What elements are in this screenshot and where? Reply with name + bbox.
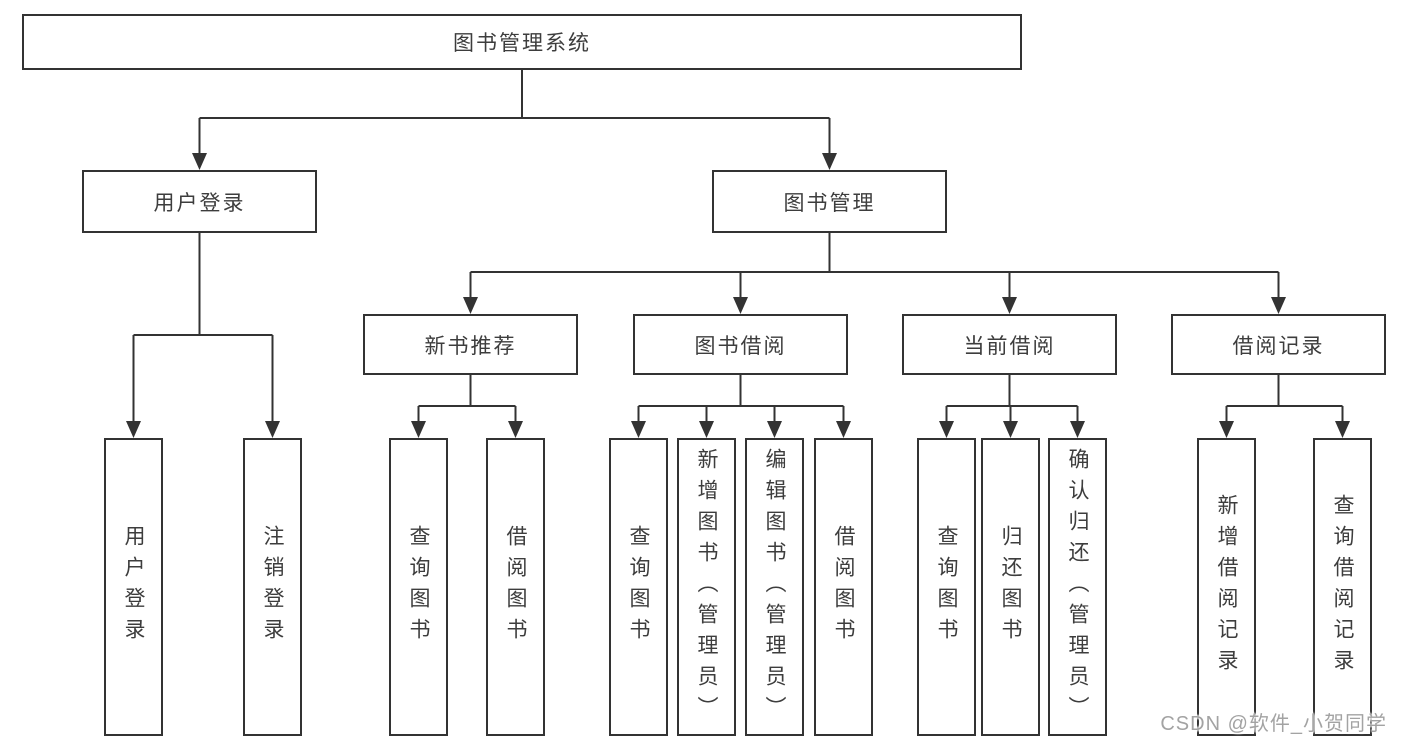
leaf-query-borrow-record-label: 查询借阅记录 <box>1331 494 1354 680</box>
node-book-management: 图书管理 <box>712 170 947 233</box>
node-book-borrow: 图书借阅 <box>633 314 848 375</box>
leaf-return-books-label: 归还图书 <box>999 525 1022 649</box>
leaf-borrow-books-1-label: 借阅图书 <box>504 525 527 649</box>
leaf-edit-books-admin-label: 编辑图书（管理员） <box>763 447 786 727</box>
leaf-borrow-books-2-label: 借阅图书 <box>832 525 855 649</box>
leaf-confirm-return-admin-label: 确认归还（管理员） <box>1066 447 1089 727</box>
leaf-add-borrow-record: 新增借阅记录 <box>1197 438 1256 736</box>
leaf-add-borrow-record-label: 新增借阅记录 <box>1215 494 1238 680</box>
leaf-borrow-books-2: 借阅图书 <box>814 438 873 736</box>
leaf-borrow-books-1: 借阅图书 <box>486 438 545 736</box>
leaf-return-books: 归还图书 <box>981 438 1040 736</box>
leaf-edit-books-admin: 编辑图书（管理员） <box>745 438 804 736</box>
leaf-logout-label: 注销登录 <box>261 525 284 649</box>
leaf-query-books-2-label: 查询图书 <box>627 525 650 649</box>
leaf-add-books-admin: 新增图书（管理员） <box>677 438 736 736</box>
node-user-login: 用户登录 <box>82 170 317 233</box>
node-borrow-records: 借阅记录 <box>1171 314 1386 375</box>
leaf-query-books-3: 查询图书 <box>917 438 976 736</box>
node-new-book-recommend: 新书推荐 <box>363 314 578 375</box>
leaf-user-login-label: 用户登录 <box>122 525 145 649</box>
node-current-borrow: 当前借阅 <box>902 314 1117 375</box>
leaf-query-books-1-label: 查询图书 <box>407 525 430 649</box>
csdn-watermark: CSDN @软件_小贺同学 <box>1160 713 1387 735</box>
leaf-query-books-2: 查询图书 <box>609 438 668 736</box>
leaf-query-books-3-label: 查询图书 <box>935 525 958 649</box>
leaf-confirm-return-admin: 确认归还（管理员） <box>1048 438 1107 736</box>
node-root: 图书管理系统 <box>22 14 1022 70</box>
leaf-user-login: 用户登录 <box>104 438 163 736</box>
leaf-add-books-admin-label: 新增图书（管理员） <box>695 447 718 727</box>
leaf-query-borrow-record: 查询借阅记录 <box>1313 438 1372 736</box>
leaf-logout: 注销登录 <box>243 438 302 736</box>
leaf-query-books-1: 查询图书 <box>389 438 448 736</box>
